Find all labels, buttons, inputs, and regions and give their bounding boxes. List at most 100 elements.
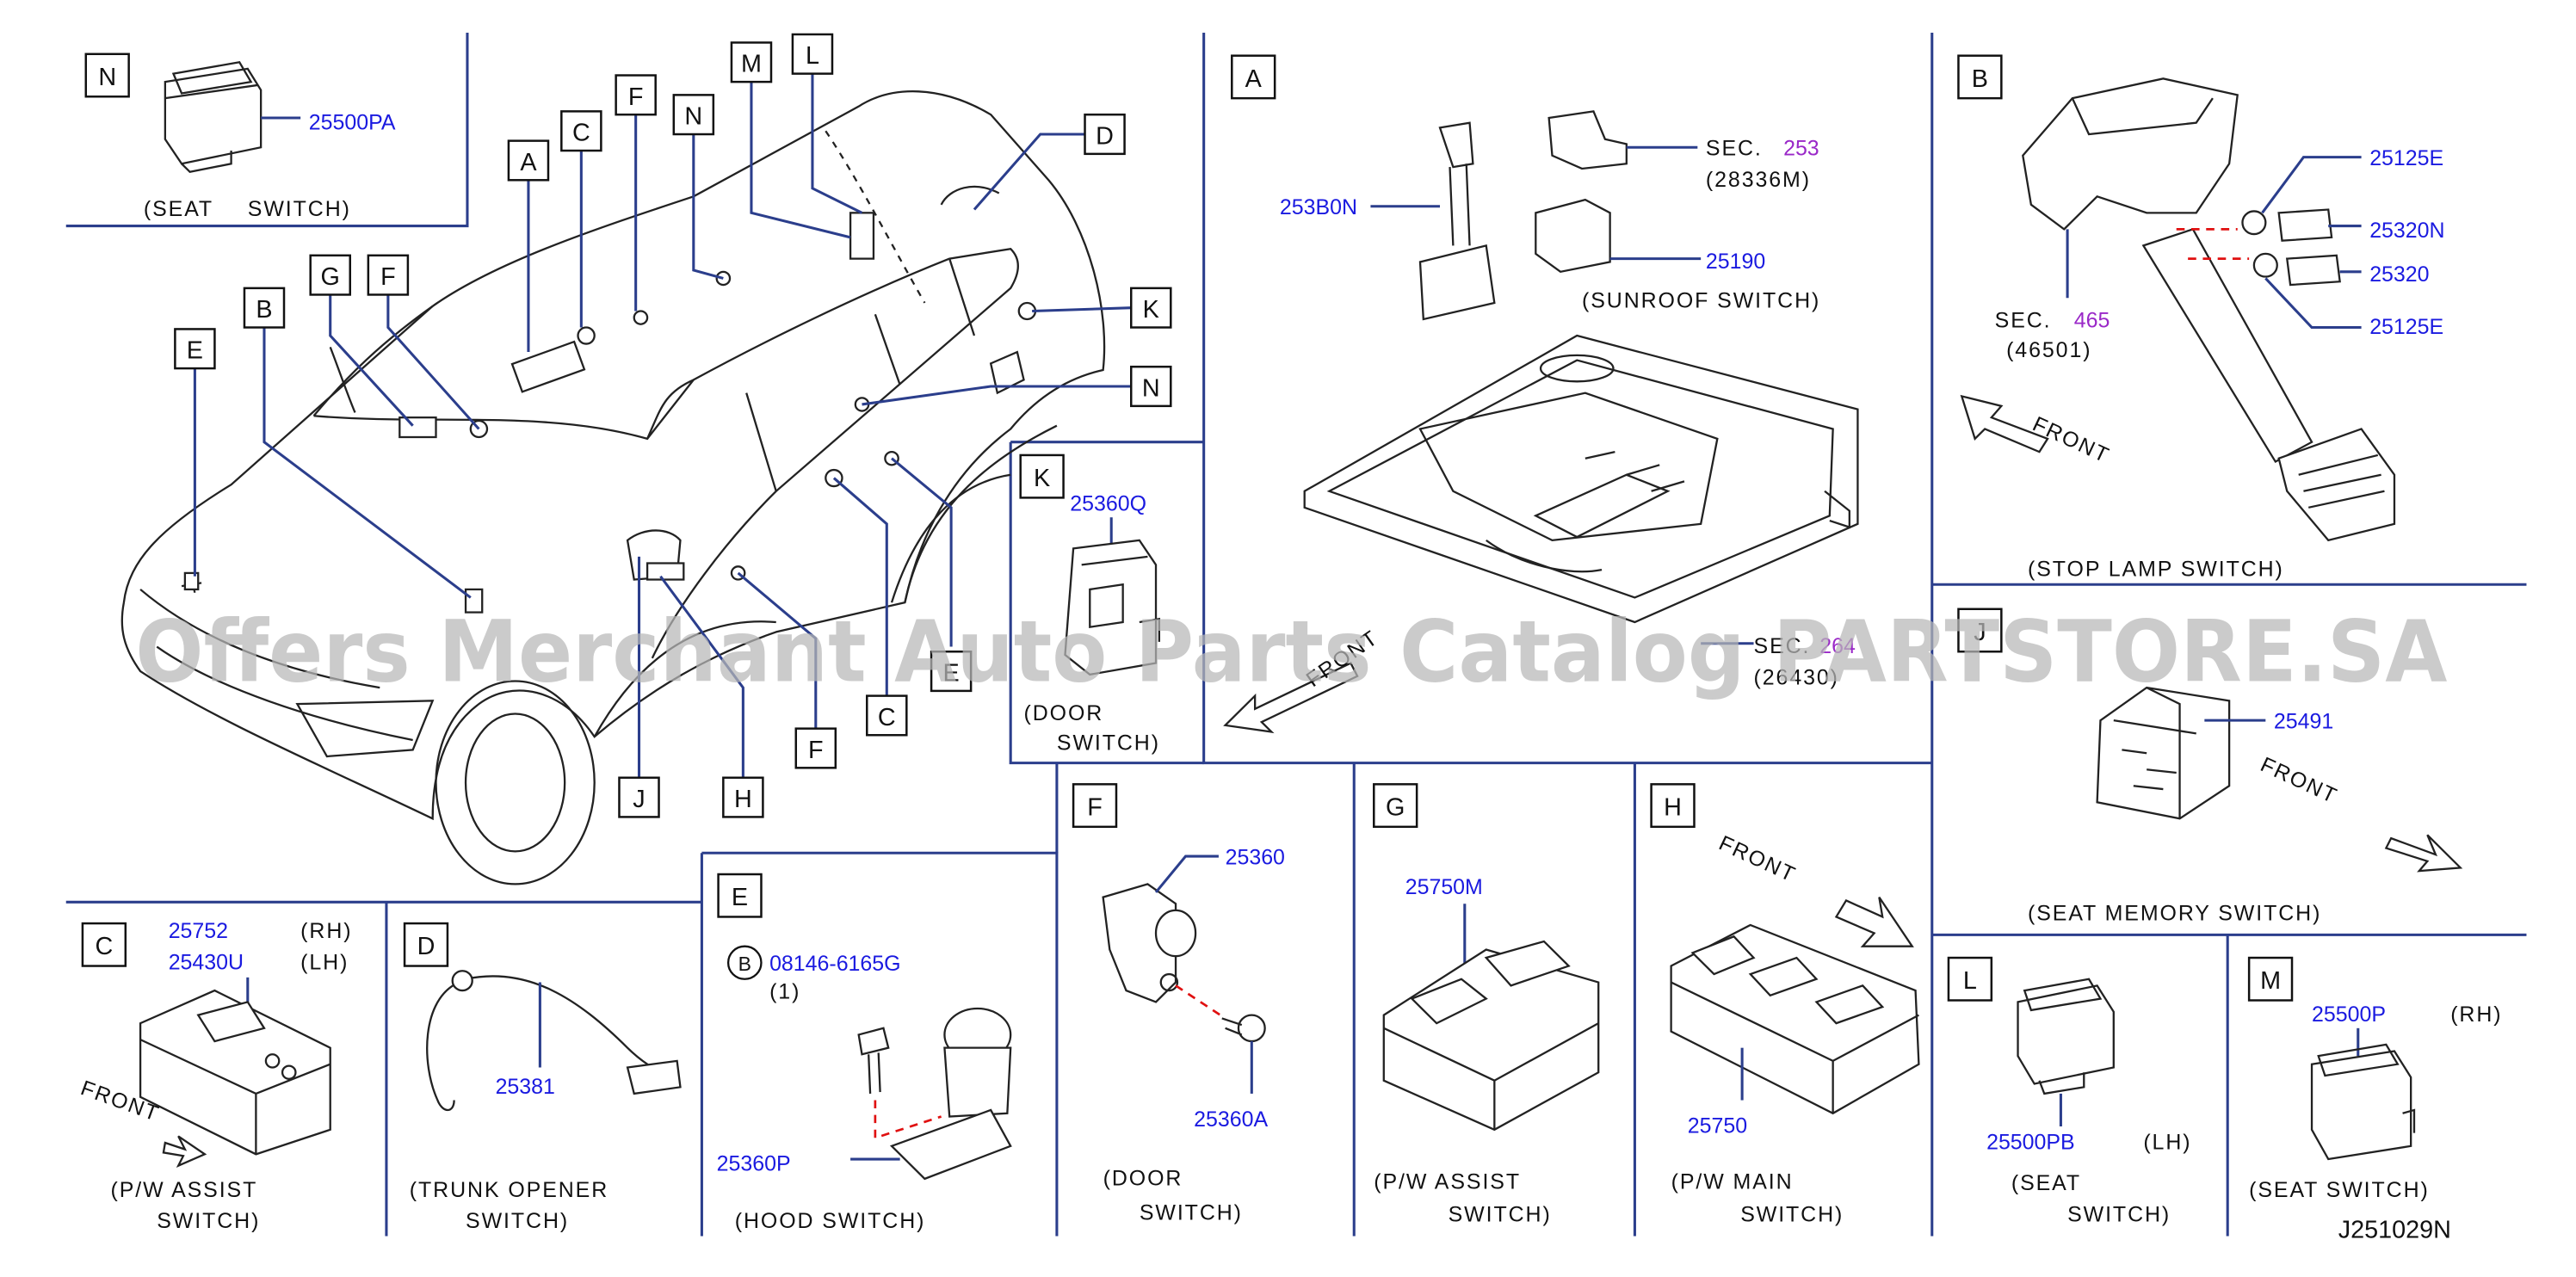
svg-text:C: C xyxy=(572,120,590,147)
svg-text:25500P: 25500P xyxy=(2312,1003,2386,1027)
svg-text:(P/W MAIN: (P/W MAIN xyxy=(1671,1170,1794,1194)
car-callout-G: G xyxy=(309,254,351,296)
svg-text:FRONT: FRONT xyxy=(2257,753,2341,808)
svg-text:F: F xyxy=(808,737,824,764)
svg-text:(SEAT: (SEAT xyxy=(144,198,213,221)
svg-text:(TRUNK OPENER: (TRUNK OPENER xyxy=(410,1179,608,1202)
svg-text:25750M: 25750M xyxy=(1405,876,1483,899)
svg-text:F: F xyxy=(628,83,644,111)
svg-text:SWITCH): SWITCH) xyxy=(1449,1203,1552,1226)
svg-text:J: J xyxy=(633,786,645,813)
watermark: Offers Merchant Auto Parts Catalog PARTS… xyxy=(135,603,2447,702)
car-callout-F2: F xyxy=(367,254,410,296)
svg-text:K: K xyxy=(1143,296,1159,324)
svg-text:G: G xyxy=(1386,794,1405,822)
svg-text:L: L xyxy=(806,42,819,70)
svg-text:F: F xyxy=(1087,794,1103,822)
panel-B: B 25125E 25320N 25320 25125E SEC. 465 (4… xyxy=(1957,54,2445,582)
svg-text:253B0N: 253B0N xyxy=(1280,196,1357,219)
svg-text:25360A: 25360A xyxy=(1194,1108,1268,1132)
svg-text:(RH): (RH) xyxy=(300,920,352,943)
svg-text:B: B xyxy=(738,953,751,975)
svg-text:25125E: 25125E xyxy=(2369,147,2443,170)
car-callout-C: C xyxy=(560,110,602,152)
car-callout-E: E xyxy=(174,328,216,370)
car-callout-K: K xyxy=(1129,287,1172,329)
svg-text:A: A xyxy=(1245,65,1263,93)
svg-text:FRONT: FRONT xyxy=(1715,832,1800,887)
svg-text:(P/W ASSIST: (P/W ASSIST xyxy=(111,1179,258,1202)
svg-text:25752: 25752 xyxy=(169,920,228,943)
svg-text:(SEAT SWITCH): (SEAT SWITCH) xyxy=(2249,1179,2430,1202)
svg-text:(P/W ASSIST: (P/W ASSIST xyxy=(1374,1170,1521,1194)
svg-text:E: E xyxy=(732,884,748,911)
car-callout-H: H xyxy=(722,776,764,818)
svg-text:E: E xyxy=(187,337,203,365)
panel-K: K 25360Q (DOOR SWITCH) xyxy=(1019,453,1161,755)
panel-C: C 25752 (RH) 25430U (LH) FRONT (P/W ASSI… xyxy=(77,920,352,1233)
svg-text:E: E xyxy=(943,660,960,688)
svg-text:SWITCH): SWITCH) xyxy=(1140,1202,1243,1225)
panel-F: F 25360 25360A (DOOR SWITCH) xyxy=(1072,783,1285,1225)
svg-text:(1): (1) xyxy=(769,981,800,1004)
svg-text:M: M xyxy=(741,51,762,78)
car-callout-M: M xyxy=(730,41,773,83)
svg-text:A: A xyxy=(520,149,537,176)
svg-text:25750: 25750 xyxy=(1688,1115,1747,1138)
car-callout-J: J xyxy=(618,776,660,818)
svg-text:(SUNROOF SWITCH): (SUNROOF SWITCH) xyxy=(1582,290,1820,313)
svg-text:SEC.: SEC. xyxy=(1706,138,1763,161)
svg-text:25500PA: 25500PA xyxy=(309,111,396,134)
car-callout-F1: F xyxy=(615,74,657,116)
svg-text:(DOOR: (DOOR xyxy=(1024,702,1104,725)
panel-M: M 25500P (RH) (SEAT SWITCH) xyxy=(2247,956,2502,1202)
svg-text:25320N: 25320N xyxy=(2369,219,2444,243)
panel-L: L 25500PB (LH) (SEAT SWITCH) xyxy=(1947,956,2190,1226)
svg-text:(28336M): (28336M) xyxy=(1706,169,1811,192)
panel-J: J 25491 FRONT (SEAT MEMORY SWITCH) xyxy=(1957,608,2463,925)
car-callout-B: B xyxy=(243,287,286,329)
panel-E: E B 08146-6165G (1) 25360P (HOOD SWITCH) xyxy=(717,873,1012,1233)
svg-text:SWITCH): SWITCH) xyxy=(2067,1203,2171,1226)
panel-N: N 25500PA (SEAT SWITCH) xyxy=(84,52,396,221)
svg-text:L: L xyxy=(1963,967,1977,995)
svg-text:25320: 25320 xyxy=(2369,263,2429,287)
svg-text:SWITCH): SWITCH) xyxy=(1057,731,1160,755)
svg-text:SWITCH): SWITCH) xyxy=(157,1210,260,1233)
car-callout-D: D xyxy=(1084,113,1126,156)
svg-text:SWITCH): SWITCH) xyxy=(248,198,351,221)
vehicle-outline xyxy=(120,90,1106,885)
svg-text:SWITCH): SWITCH) xyxy=(1740,1203,1844,1226)
svg-text:(DOOR: (DOOR xyxy=(1103,1168,1183,1191)
svg-text:25381: 25381 xyxy=(496,1076,555,1099)
svg-text:(26430): (26430) xyxy=(1754,666,1839,689)
svg-text:FRONT: FRONT xyxy=(2029,413,2113,468)
svg-text:SEC.: SEC. xyxy=(1754,635,1811,658)
svg-text:465: 465 xyxy=(2074,310,2110,333)
svg-text:C: C xyxy=(95,933,113,960)
svg-text:25491: 25491 xyxy=(2274,711,2333,734)
svg-text:N: N xyxy=(684,103,702,131)
panel-D: D 25381 (TRUNK OPENER SWITCH) xyxy=(403,922,682,1233)
svg-text:SEC.: SEC. xyxy=(1995,310,2052,333)
car-callout-L: L xyxy=(791,33,834,75)
car-callout-N1: N xyxy=(672,94,715,136)
svg-text:SWITCH): SWITCH) xyxy=(466,1210,569,1233)
svg-text:N: N xyxy=(1142,375,1160,403)
svg-text:25360P: 25360P xyxy=(717,1152,791,1175)
svg-text:25360: 25360 xyxy=(1226,847,1285,870)
car-callout-C2: C xyxy=(866,694,908,737)
car-callout-F3: F xyxy=(794,727,837,769)
svg-text:(SEAT: (SEAT xyxy=(2011,1172,2081,1195)
svg-text:H: H xyxy=(1664,794,1682,822)
svg-text:D: D xyxy=(1096,123,1114,151)
svg-text:C: C xyxy=(878,704,896,731)
svg-text:M: M xyxy=(2260,967,2281,995)
car-callout-E2: E xyxy=(930,650,973,693)
svg-text:08146-6165G: 08146-6165G xyxy=(769,953,900,976)
svg-text:N: N xyxy=(98,64,116,91)
callout-leaders xyxy=(193,73,1132,778)
svg-text:(RH): (RH) xyxy=(2450,1003,2502,1027)
diagram-code: J251029N xyxy=(2338,1216,2451,1243)
